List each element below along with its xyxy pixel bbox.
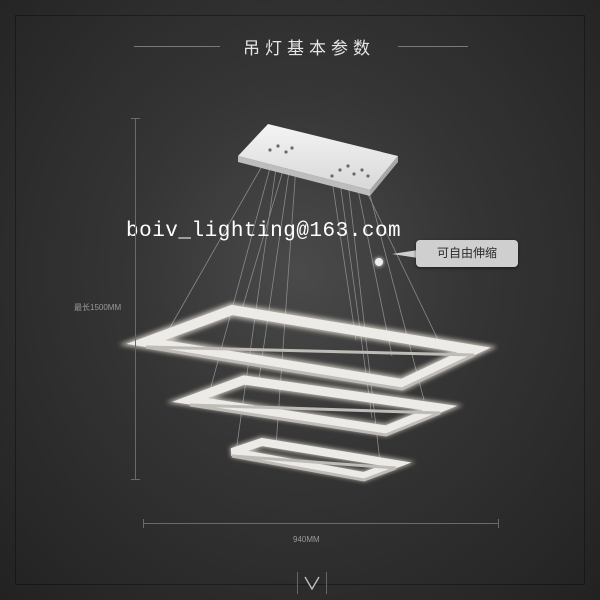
- adjustable-callout: 可自由伸缩: [416, 240, 518, 267]
- scroll-down-button[interactable]: [297, 572, 327, 594]
- ceiling-canopy: [238, 124, 398, 196]
- callout-pointer: [392, 250, 418, 258]
- watermark-email: boiv_lighting@163.com: [126, 220, 402, 243]
- section-header: 吊灯基本参数: [0, 30, 600, 62]
- middle-light-ring: [166, 373, 463, 437]
- callout-label: 可自由伸缩: [436, 246, 497, 260]
- width-dimension-line: [143, 519, 499, 529]
- section-title: 吊灯基本参数: [243, 39, 375, 59]
- header-divider-right: [398, 46, 468, 47]
- width-dimension-label: 940MM: [293, 535, 320, 544]
- callout-marker: [375, 258, 383, 266]
- chevron-down-icon: [304, 576, 320, 590]
- height-dimension-label: 最长1500MM: [74, 303, 122, 312]
- large-light-ring: [118, 302, 498, 392]
- header-divider-left: [134, 46, 220, 47]
- height-dimension-line: [131, 118, 141, 480]
- small-light-ring: [230, 436, 416, 482]
- banner-frame: [15, 15, 585, 585]
